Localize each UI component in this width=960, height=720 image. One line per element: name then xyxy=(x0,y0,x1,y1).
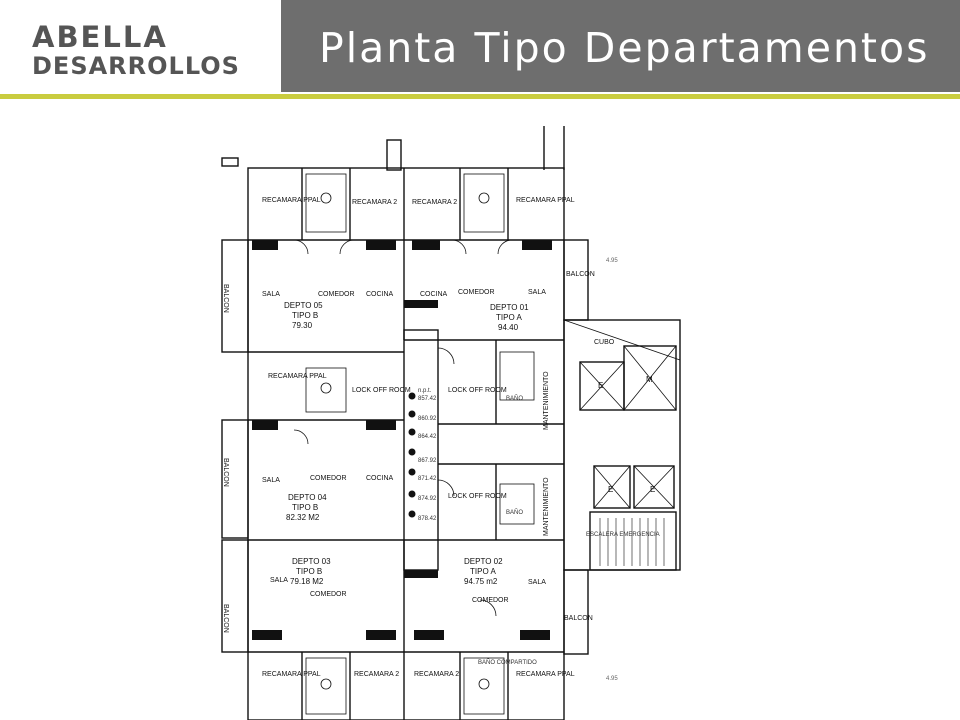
dimension-top: 4.95 xyxy=(606,258,618,264)
header: ABELLA DESARROLLOS Planta Tipo Departame… xyxy=(0,0,960,100)
level-1: 857.42 xyxy=(418,396,437,402)
room-labels: RECAMARA PPAL RECAMARA 2 RECAMARA 2 RECA… xyxy=(222,197,660,682)
label-balcon-05: BALCON xyxy=(222,284,229,313)
depto-01-area: 94.40 xyxy=(498,323,519,332)
label-lock-off-02: LOCK OFF ROOM xyxy=(448,493,507,500)
label-balcon-02: BALCON xyxy=(564,615,593,622)
building-outline xyxy=(247,167,565,720)
label-sala-03: SALA xyxy=(270,577,288,584)
logo: ABELLA DESARROLLOS xyxy=(0,0,280,92)
logo-line2: DESARROLLOS xyxy=(32,52,240,80)
duct xyxy=(386,139,402,171)
depto-02-tipo: TIPO A xyxy=(470,567,496,576)
small-marker xyxy=(221,157,239,167)
label-elevator-e2: E xyxy=(608,485,613,494)
label-balcon-01: BALCON xyxy=(566,271,595,278)
label-escalera: ESCALERA EMERGENCIA xyxy=(586,532,660,538)
dimension-bottom: 4.95 xyxy=(606,676,618,682)
depto-01-tipo: TIPO A xyxy=(496,313,522,322)
label-recamara-2-top-left: RECAMARA 2 xyxy=(352,199,397,206)
floor-plan: RECAMARA PPAL RECAMARA 2 RECAMARA 2 RECA… xyxy=(0,100,960,720)
depto-04-name: DEPTO 04 xyxy=(288,493,327,502)
depto-02-name: DEPTO 02 xyxy=(464,557,503,566)
label-recamara-ppal-bottom-left: RECAMARA PPAL xyxy=(262,671,321,678)
title-banner: Planta Tipo Departamentos xyxy=(281,0,960,92)
level-5: 871.42 xyxy=(418,476,437,482)
label-elevator-e1: E xyxy=(598,381,603,390)
depto-05-name: DEPTO 05 xyxy=(284,301,323,310)
label-comedor-03: COMEDOR xyxy=(310,591,347,598)
level-prefix-1: n.p.t. xyxy=(418,388,432,394)
level-4: 867.92 xyxy=(418,458,437,464)
depto-03-name: DEPTO 03 xyxy=(292,557,331,566)
depto-02-area: 94.75 m2 xyxy=(464,577,498,586)
level-2: 860.92 xyxy=(418,416,437,422)
label-comedor-05: COMEDOR xyxy=(318,291,355,298)
depto-01-name: DEPTO 01 xyxy=(490,303,529,312)
label-recamara-ppal-top-right: RECAMARA PPAL xyxy=(516,197,575,204)
label-lock-off-01: LOCK OFF ROOM xyxy=(448,387,507,394)
floor-plan-drawing: RECAMARA PPAL RECAMARA 2 RECAMARA 2 RECA… xyxy=(221,126,681,720)
label-sala-05: SALA xyxy=(262,291,280,298)
label-sala-04: SALA xyxy=(262,477,280,484)
depto-03-area: 79.18 M2 xyxy=(290,577,324,586)
depto-05-area: 79.30 xyxy=(292,321,313,330)
label-mantenimiento-upper: MANTENIMIENTO xyxy=(543,371,550,430)
level-7: 878.42 xyxy=(418,516,437,522)
label-bano-compartido: BAÑO COMPARTIDO xyxy=(478,659,537,666)
label-balcon-04: BALCON xyxy=(222,458,229,487)
level-3: 864.42 xyxy=(418,434,437,440)
label-comedor-02: COMEDOR xyxy=(472,597,509,604)
accent-rule xyxy=(0,94,960,99)
level-labels: n.p.t. 857.42 860.92 864.42 867.92 871.4… xyxy=(418,388,437,522)
label-cocina-01: COCINA xyxy=(420,291,448,298)
label-elevator-e3: E xyxy=(650,485,655,494)
label-sala-01: SALA xyxy=(528,289,546,296)
depto-03-tipo: TIPO B xyxy=(296,567,322,576)
label-cocina-05: COCINA xyxy=(366,291,394,298)
label-recamara-2-bottom-right: RECAMARA 2 xyxy=(414,671,459,678)
label-recamara-ppal-04: RECAMARA PPAL xyxy=(268,373,327,380)
page-title: Planta Tipo Departamentos xyxy=(319,24,930,72)
label-elevator-m: M xyxy=(646,375,653,384)
label-lock-off-left: LOCK OFF ROOM xyxy=(352,387,411,394)
label-balcon-03: BALCON xyxy=(222,604,229,633)
depto-04-tipo: TIPO B xyxy=(292,503,318,512)
label-sala-02: SALA xyxy=(528,579,546,586)
logo-line1: ABELLA xyxy=(32,20,168,54)
label-recamara-ppal-top-left: RECAMARA PPAL xyxy=(262,197,321,204)
depto-05-tipo: TIPO B xyxy=(292,311,318,320)
label-bano-01: BAÑO xyxy=(506,395,523,402)
label-recamara-ppal-bottom-right: RECAMARA PPAL xyxy=(516,671,575,678)
label-mantenimiento-lower: MANTENIMIENTO xyxy=(543,477,550,536)
level-6: 874.92 xyxy=(418,496,437,502)
label-comedor-01: COMEDOR xyxy=(458,289,495,296)
label-cocina-04: COCINA xyxy=(366,475,394,482)
label-recamara-2-top-right: RECAMARA 2 xyxy=(412,199,457,206)
label-comedor-04: COMEDOR xyxy=(310,475,347,482)
label-cubo: CUBO xyxy=(594,339,615,346)
depto-04-area: 82.32 M2 xyxy=(286,513,320,522)
label-recamara-2-bottom-left: RECAMARA 2 xyxy=(354,671,399,678)
label-bano-02: BAÑO xyxy=(506,509,523,516)
